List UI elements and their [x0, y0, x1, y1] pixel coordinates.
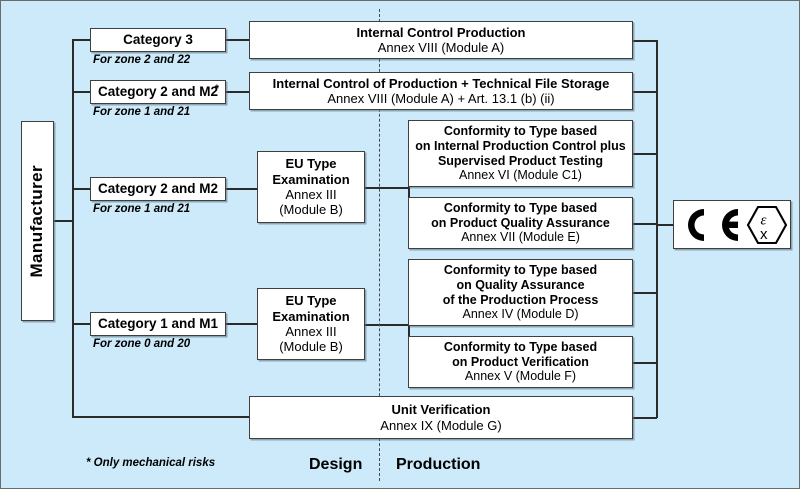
eu-type-examination-box-2: EU Type Examination Annex III (Module B): [257, 288, 365, 360]
connector-cat1-eu-type-2: [225, 323, 258, 325]
eu-type-line-2: Examination: [272, 171, 350, 187]
module-line-1: Conformity to Type based: [443, 339, 598, 354]
connector-trunk-cat1: [72, 323, 91, 325]
connector-out-internal-control-tf: [632, 91, 657, 93]
svg-text:ε: ε: [761, 212, 767, 228]
module-line-2: on Quality Assurance: [456, 277, 585, 292]
module-line-3: Annex V (Module F): [464, 369, 577, 384]
manufacturer-label: Manufacturer: [27, 164, 47, 278]
connector-eu1-branch-vertical: [408, 153, 410, 223]
module-line-3: Annex VII (Module E): [461, 230, 580, 245]
module-line-4: Annex VI (Module C1): [459, 168, 582, 183]
eu-type-examination-box-1: EU Type Examination Annex III (Module B): [257, 151, 365, 223]
connector-right-collector-vertical: [656, 40, 658, 418]
category-box-category-3: Category 3: [90, 28, 226, 52]
module-line-4: Annex IV (Module D): [462, 307, 579, 322]
eu-type-line-1: EU Type: [285, 156, 337, 172]
connector-trunk-cat2a: [72, 91, 91, 93]
eu-type-line-4: (Module B): [279, 202, 343, 218]
module-box-conformity-f: Conformity to Type based on Product Veri…: [408, 336, 633, 388]
module-line-1: Unit Verification: [391, 402, 491, 418]
connector-trunk-unit-verification: [72, 416, 250, 418]
zone-label-category-2-m2-mechanical: For zone 1 and 21: [93, 106, 191, 118]
connector-out-c1: [632, 153, 657, 155]
footnote-mechanical-risks: * Only mechanical risks: [86, 457, 216, 469]
module-line-3: of the Production Process: [442, 292, 599, 307]
module-line-1: Internal Control Production: [356, 24, 526, 40]
eu-type-line-4: (Module B): [279, 339, 343, 355]
category-label: Category 2 and M2: [97, 181, 219, 197]
connector-eu2-branch: [364, 324, 409, 326]
eu-type-line-3: Annex III: [285, 324, 337, 339]
connector-manufacturer-trunk: [53, 220, 73, 222]
category-label: Category 1 and M1: [97, 316, 219, 332]
connector-collector-ce-mark: [656, 224, 675, 226]
zone-label-category-3: For zone 2 and 22: [93, 54, 191, 66]
caption-design: Design: [309, 456, 363, 473]
connector-out-internal-control: [632, 40, 657, 42]
caption-production: Production: [396, 456, 481, 473]
module-line-1: Internal Control of Production + Technic…: [272, 75, 610, 91]
category-box-category-2-m2: Category 2 and M2: [90, 177, 226, 201]
zone-label-category-1-m1: For zone 0 and 20: [93, 338, 191, 350]
zone-label-category-2-m2: For zone 1 and 21: [93, 203, 191, 215]
module-line-2: Annex VIII (Module A): [377, 40, 505, 55]
ce-ex-marking-icon: ε x: [688, 205, 788, 244]
module-box-internal-control-production: Internal Control Production Annex VIII (…: [249, 21, 633, 59]
connector-out-f: [632, 362, 657, 364]
module-line-1: Conformity to Type based: [443, 124, 598, 138]
category-box-category-1-m1: Category 1 and M1: [90, 312, 226, 336]
category-box-category-2-m2-mechanical: Category 2 and M2 *: [90, 80, 226, 104]
connector-trunk-cat3: [72, 39, 91, 41]
connector-out-unit-verification: [632, 417, 657, 419]
module-box-internal-control-technical-file: Internal Control of Production + Technic…: [249, 72, 633, 110]
connector-out-e: [632, 223, 657, 225]
module-line-2: on Product Verification: [452, 354, 589, 369]
module-box-conformity-d: Conformity to Type based on Quality Assu…: [408, 259, 633, 326]
connector-cat2a-internal-control-tf: [225, 91, 250, 93]
eu-type-line-3: Annex III: [285, 187, 337, 202]
module-line-2: Annex IX (Module G): [380, 417, 502, 433]
module-box-unit-verification: Unit Verification Annex IX (Module G): [249, 396, 633, 439]
manufacturer-box: Manufacturer: [21, 121, 54, 321]
module-line-1: Conformity to Type based: [443, 200, 598, 215]
module-line-2: on Internal Production Control plus: [415, 138, 626, 153]
connector-trunk-vertical: [72, 39, 74, 417]
module-line-1: Conformity to Type based: [443, 263, 598, 277]
connector-eu1-branch: [364, 187, 409, 189]
category-label: Category 2 and M2: [97, 84, 219, 100]
svg-text:x: x: [760, 226, 768, 243]
eu-type-line-2: Examination: [272, 308, 350, 324]
ce-ex-marking-box: ε x: [673, 200, 791, 249]
connector-cat2b-eu-type-1: [225, 188, 258, 190]
connector-trunk-cat2b: [72, 188, 91, 190]
connector-out-d: [632, 292, 657, 294]
eu-type-line-1: EU Type: [285, 293, 337, 309]
module-box-conformity-e: Conformity to Type based on Product Qual…: [408, 197, 633, 249]
connector-eu2-branch-vertical: [408, 292, 410, 362]
module-line-2: on Product Quality Assurance: [431, 215, 610, 230]
category-label: Category 3: [123, 32, 193, 48]
module-line-2: Annex VIII (Module A) + Art. 13.1 (b) (i…: [327, 91, 555, 106]
module-line-3: Supervised Product Testing: [437, 153, 604, 168]
connector-cat3-internal-control: [225, 39, 250, 41]
design-production-divider: [379, 9, 380, 481]
module-box-conformity-c1: Conformity to Type based on Internal Pro…: [408, 120, 633, 187]
category-asterisk: *: [214, 83, 219, 95]
